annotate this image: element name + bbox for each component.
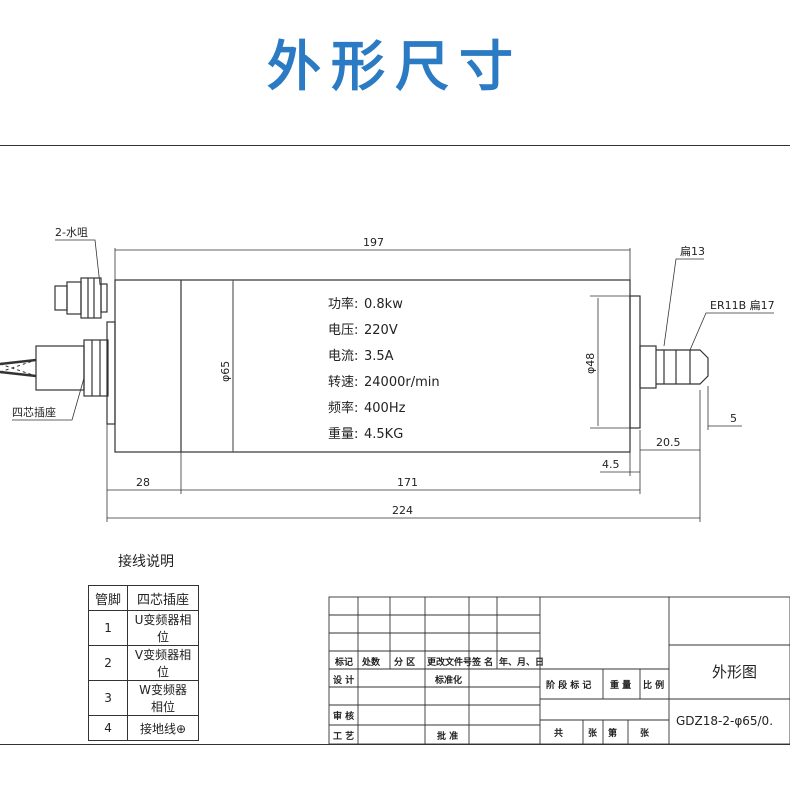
dim-224: 224: [392, 504, 413, 517]
wiring-header: 管脚: [87, 585, 129, 611]
tb-sheet: 共: [554, 727, 563, 739]
tb-label: 更改文件号: [427, 656, 472, 668]
tb-design: 设 计: [333, 674, 354, 686]
table-row: 1 U变频器相位: [87, 610, 200, 646]
dim-171: 171: [397, 476, 418, 489]
spec-value: 3.5A: [364, 349, 394, 364]
dim-197: 197: [363, 236, 384, 249]
spec-label: 电流:: [328, 349, 358, 364]
tb-sheet: 张: [588, 727, 598, 739]
spec-label: 重量:: [328, 426, 358, 442]
spec-label: 功率:: [328, 296, 358, 312]
tb-label: 标记: [334, 656, 353, 668]
tb-label: 处数: [361, 656, 381, 668]
tb-standard: 标准化: [434, 674, 462, 686]
desc-cell: V变频器相位: [127, 645, 200, 681]
title-block: [328, 596, 790, 745]
drawing-number: GDZ18-2-φ65/0.: [676, 714, 773, 728]
spec-value: 220V: [364, 323, 398, 338]
dim-28: 28: [136, 476, 150, 489]
table-row: 2 V变频器相位: [87, 645, 200, 681]
leader-collet: [689, 312, 774, 351]
dim-phi65: φ65: [219, 361, 232, 382]
spec-value: 400Hz: [364, 401, 406, 416]
pin-cell: 4: [87, 715, 129, 741]
label-connector: 四芯插座: [12, 405, 56, 419]
spec-value: 4.5KG: [364, 427, 403, 442]
desc-cell: 接地线⊕: [127, 715, 200, 741]
tb-approve: 批 准: [437, 730, 458, 742]
tb-label: 签 名: [471, 656, 493, 668]
label-flat13: 扁13: [680, 245, 705, 258]
table-row: 3 W变频器相位: [87, 680, 200, 716]
drawing-name: 外形图: [712, 663, 757, 681]
table-row: 4 接地线⊕: [87, 715, 200, 741]
tb-stage: 阶 段 标 记: [546, 679, 591, 691]
spec-value: 0.8kw: [364, 297, 403, 312]
leader-water-nozzle: [55, 239, 101, 286]
tb-scale: 比 例: [643, 679, 664, 691]
spec-value: 24000r/min: [364, 375, 440, 390]
bottom-divider: [0, 744, 790, 745]
tb-review: 审 核: [333, 710, 354, 722]
cable: [0, 358, 37, 366]
spec-list: 功率: 0.8kw 电压: 220V 电流: 3.5A 转速: 24000r/m…: [328, 296, 440, 442]
leader-flat13: [663, 258, 704, 347]
top-divider: [0, 145, 790, 146]
spindle-body: [114, 279, 631, 453]
wiring-header: 四芯插座: [127, 585, 200, 611]
wiring-title: 接线说明: [118, 554, 174, 570]
tb-label: 年、月、日: [499, 656, 544, 668]
page-title: 外形尺寸: [267, 35, 523, 98]
desc-cell: W变频器相位: [127, 680, 200, 716]
pin-cell: 2: [87, 645, 129, 681]
front-nose: [629, 295, 641, 429]
tb-weight: 重 量: [610, 679, 631, 691]
collet-nut: [639, 345, 657, 389]
spec-label: 频率:: [328, 400, 358, 416]
tb-sheet: 第: [608, 727, 617, 739]
collet-taper: [656, 349, 709, 385]
water-nozzle: [54, 285, 68, 311]
desc-cell: U变频器相位: [127, 610, 200, 646]
tb-sheet: 张: [640, 727, 650, 739]
label-collet: ER11B 扁17: [710, 299, 775, 312]
four-pin-connector: [35, 345, 85, 391]
pin-cell: 3: [87, 680, 129, 716]
spec-label: 电压:: [328, 323, 358, 338]
dim-4-5: 4.5: [602, 458, 620, 471]
label-water-nozzle: 2-水咀: [55, 226, 88, 239]
wiring-table: 管脚 四芯插座 1 U变频器相位 2 V变频器相位 3 W变频器相位 4 接地线…: [87, 585, 200, 741]
dim-5: 5: [730, 412, 737, 425]
tb-process: 工 艺: [333, 730, 354, 742]
spec-label: 转速:: [328, 375, 358, 390]
pin-cell: 1: [87, 610, 129, 646]
dim-phi48: φ48: [584, 353, 597, 374]
leader-connector: [12, 377, 85, 421]
rear-flange: [106, 321, 116, 425]
dim-20-5: 20.5: [656, 436, 681, 449]
tb-label: 分 区: [394, 656, 415, 668]
